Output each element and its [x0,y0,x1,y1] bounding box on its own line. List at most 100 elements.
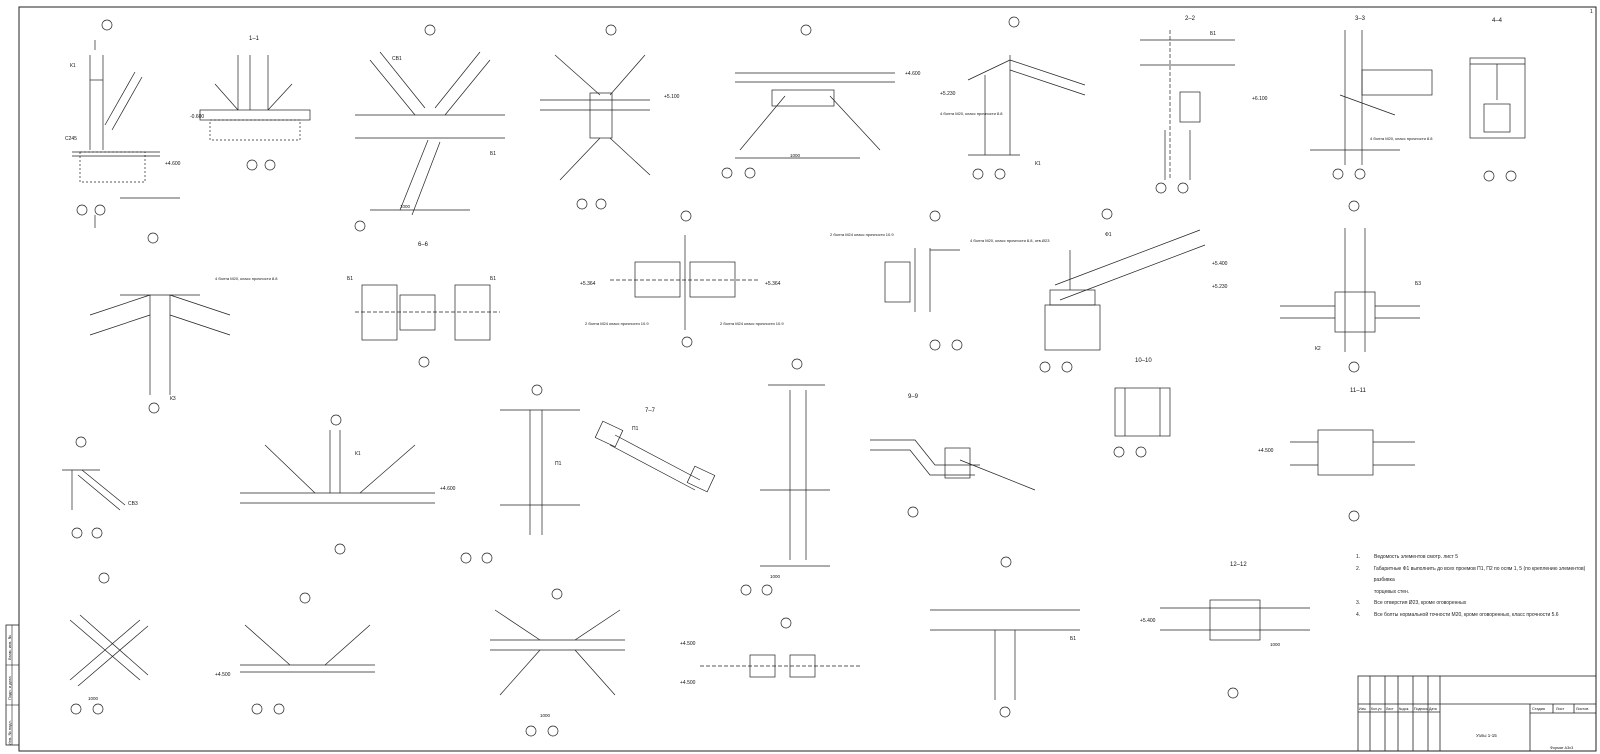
level-mark: +4.500 [215,672,231,678]
level-mark: +4.600 [165,161,181,167]
dim: 1000 [88,696,99,701]
level-mark: +5.230 [1212,284,1228,290]
note-item: 2.Габаритные Ф1 выполнить до всех проемо… [1356,565,1586,584]
level-mark: +5.100 [664,94,680,100]
node-column-splice [460,384,580,564]
node-truss-support [354,24,505,232]
node-beam-splice [610,210,760,348]
node-truss-chord [1039,208,1206,373]
section-title: 6–6 [418,242,429,248]
dim: 1000 [400,204,411,209]
label-p1: П1 [555,461,562,467]
node-column-beam [967,16,1086,180]
note-item: 4.Все болты нормальной точности М20, кро… [1356,611,1559,618]
section-title: 4–4 [1492,18,1503,24]
note-item: торцевых стен. [1374,588,1410,595]
level-mark: -0.600 [190,114,204,120]
section-title: 9–9 [908,394,919,400]
label-b1: Б1 [347,276,353,282]
label-k2: К2 [1315,346,1321,352]
tb-header: Кол.уч [1371,707,1382,711]
tb-format: Формат А3х3 [1550,746,1573,750]
section-12-12 [1160,599,1310,699]
section-title: 1–1 [249,36,260,42]
level-mark: +5.400 [1140,618,1156,624]
bolt-callout: 4 болта М20, класс прочности 8.8 [215,276,278,281]
node-column-tall [740,358,830,596]
tb-sheet: Лист [1556,707,1565,711]
tb-header: Лист [1386,707,1394,711]
sheet-number: 1 [1590,9,1593,15]
tb-header: Изм. [1359,707,1367,711]
level-mark: +4.500 [680,641,696,647]
label-b1: Б1 [1070,636,1076,642]
bolt-callout: 4 болта М20, класс прочности 8.8 [940,111,1003,116]
dim: 1000 [1270,642,1281,647]
bolt-callout: 2 болта М24 класс прочности 10.9 [830,232,894,237]
node-1-column-base [72,19,180,228]
level-mark: +5.364 [765,281,781,287]
node-tee-junction [930,556,1080,718]
level-mark: +4.500 [680,680,696,686]
label-b1: Б1 [1210,31,1216,37]
level-mark: +4.500 [1258,448,1274,454]
level-mark: +5.230 [940,91,956,97]
section-1-1 [199,55,311,171]
side-stamp-text: Взам. инв. № [7,635,12,660]
node-truss-mid [240,414,435,555]
node-truss-multi [490,588,625,737]
section-title: 10–10 [1135,358,1152,364]
node-cross-bracing [540,24,651,210]
label-b1: Б1 [490,276,496,282]
side-stamp-text: Подп. и дата [7,676,12,700]
node-beam-end [700,617,860,678]
section-title: 12–12 [1230,562,1247,568]
section-title: 11–11 [1350,388,1366,394]
node-brace-corner [62,436,126,539]
label-p1: П1 [632,426,639,432]
side-stamp: Инв. № подл. Подп. и дата Взам. инв. № [5,624,20,746]
label-k3: К3 [170,396,176,402]
tb-header: №док. [1399,707,1409,711]
node-column-purlin [884,210,963,351]
label-k1: К1 [355,451,361,457]
dim: 1000 [770,574,781,579]
level-mark: +6.100 [1252,96,1268,102]
level-mark: +5.400 [1212,261,1228,267]
note-item: 1.Ведомость элементов смотр. лист 5 [1356,554,1459,560]
section-11-11 [1290,429,1415,522]
level-mark: +4.600 [905,71,921,77]
section-6-6 [355,284,500,368]
side-stamp-text: Инв. № подл. [7,720,12,745]
tb-drawing-title: Узлы 1-15 [1476,733,1497,738]
section-9-9 [594,420,716,493]
section-2-2 [1140,30,1235,194]
label-b3: Б3 [1415,281,1421,287]
title-block [1357,675,1597,752]
label-k1: К1 [70,63,76,69]
label-b1: Б1 [490,151,496,157]
label-f1: Ф1 [1105,232,1112,238]
bolt-callout: 4 болта М20, класс прочности 8.8 [1370,136,1433,141]
general-notes: 1.Ведомость элементов смотр. лист 5 2.Га… [1356,552,1596,621]
tb-header: Подпись [1414,707,1428,711]
level-mark: +5.364 [580,281,596,287]
bolt-callout: 2 болта М24 класс прочности 10.9 [720,321,784,326]
level-mark: +4.600 [440,486,456,492]
dim: 1000 [790,153,801,158]
label-sv3: СВ3 [128,501,138,507]
section-title: 2–2 [1185,16,1196,22]
tb-header: Дата [1429,707,1437,711]
bolt-callout: 4 болта М20, класс прочности 8.8, отв.Ø2… [970,238,1050,243]
tb-stage: Стадия [1532,707,1545,711]
node-column-cross [1280,200,1420,373]
section-4-4 [1469,57,1526,182]
section-7-7 [1113,387,1171,458]
note-item: 3.Все отверстия Ø23, кроме оговоренных [1356,600,1467,606]
sheet-frame [18,6,1597,752]
dim: 1000 [540,713,551,718]
label-c245: С245 [65,136,77,142]
section-10-10 [870,439,1036,518]
node-ridge-apex [89,232,231,414]
